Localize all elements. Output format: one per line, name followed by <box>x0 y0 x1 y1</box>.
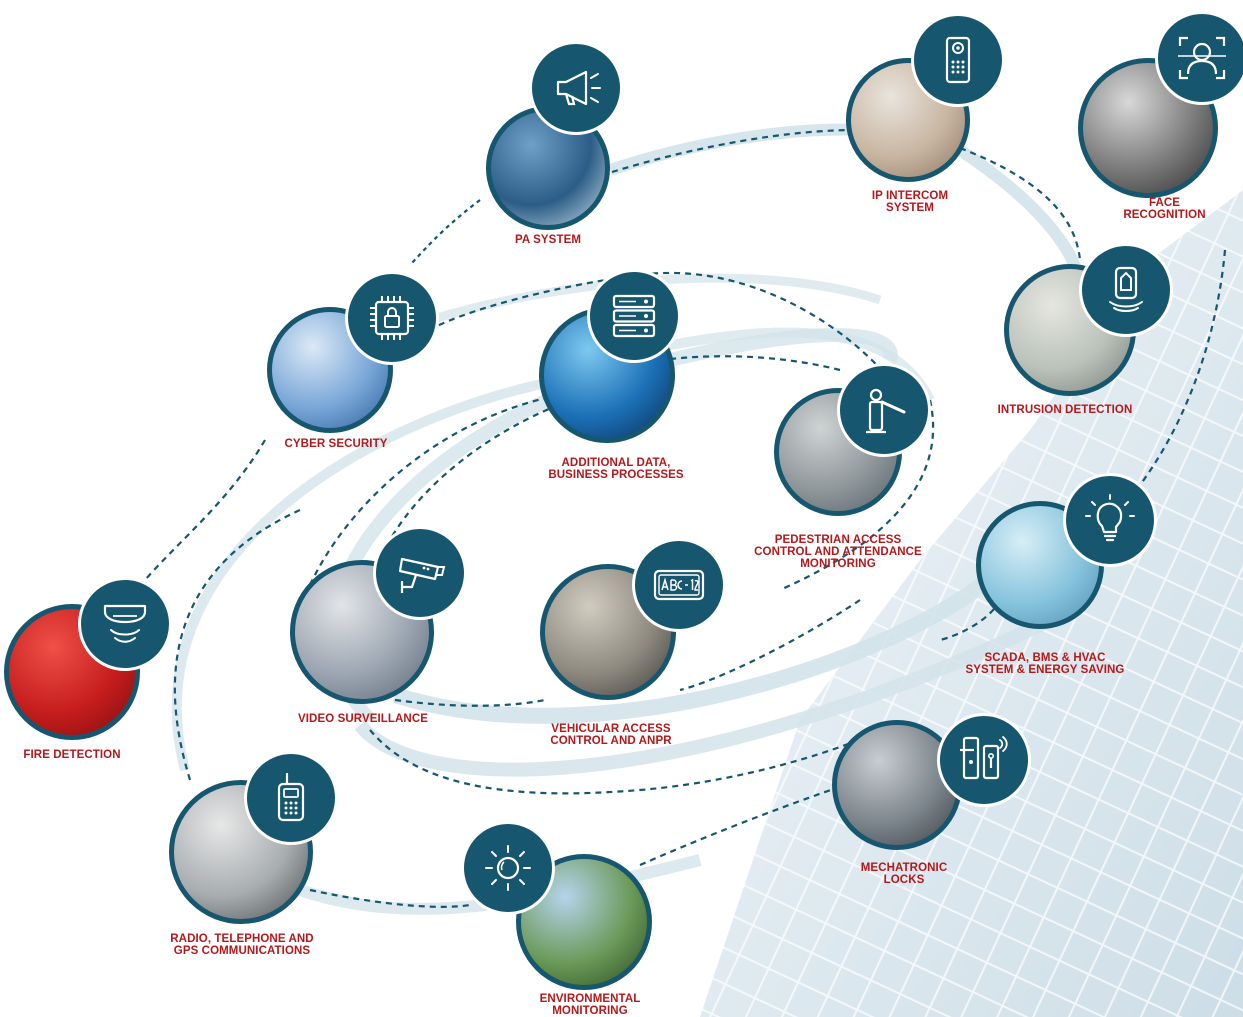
label-line: ENVIRONMENTAL <box>539 993 641 1005</box>
label-line: ADDITIONAL DATA, <box>561 457 671 469</box>
face-recognition-badge <box>1155 11 1243 105</box>
smoke-detector-icon <box>103 604 147 643</box>
pa-system-badge <box>529 41 623 135</box>
label-line: BUSINESS PROCESSES <box>548 469 684 481</box>
motion-sensor-icon <box>1109 266 1143 312</box>
label-line: SYSTEM & ENERGY SAVING <box>965 664 1125 676</box>
building-facade <box>700 190 1243 1017</box>
label-line: FIRE DETECTION <box>23 749 121 761</box>
label-line: SCADA, BMS & HVAC <box>984 652 1106 664</box>
turnstile-icon <box>866 388 906 434</box>
radio-communications-photo <box>169 780 313 924</box>
environmental-monitoring-badge <box>461 821 555 915</box>
cctv-camera-icon <box>398 557 446 593</box>
label-line: CONTROL AND ANPR <box>550 735 672 747</box>
intrusion-detection-label: INTRUSION DETECTION <box>945 404 1185 416</box>
label-line: IP INTERCOM <box>871 190 949 202</box>
sun-icon <box>485 845 531 891</box>
additional-data-badge <box>587 269 681 363</box>
label-line: LOCKS <box>883 874 925 886</box>
cyber-security-badge <box>345 271 439 365</box>
fire-detection-label: FIRE DETECTION <box>0 749 144 761</box>
megaphone-icon <box>556 70 601 106</box>
video-surveillance-badge <box>373 526 467 620</box>
ip-intercom-badge <box>911 13 1005 107</box>
label-line: CONTROL AND ATTENDANCE <box>754 546 922 558</box>
smart-lock-icon <box>960 736 1008 780</box>
label-line: FACE <box>1148 197 1181 209</box>
label-line: PA SYSTEM <box>514 234 582 246</box>
license-plate-icon <box>653 569 705 601</box>
label-line: MECHATRONIC <box>860 862 948 874</box>
label-line: PEDESTRIAN ACCESS <box>774 534 902 546</box>
pedestrian-access-badge <box>837 363 931 457</box>
pa-system-label: PA SYSTEM <box>428 234 668 246</box>
walkie-talkie-icon <box>277 772 305 822</box>
video-surveillance-label: VIDEO SURVEILLANCE <box>243 713 483 725</box>
label-line: MONITORING <box>800 558 876 570</box>
label-line: SYSTEM <box>886 202 934 214</box>
label-line: CYBER SECURITY <box>284 438 388 450</box>
label-line: RECOGNITION <box>1123 209 1206 221</box>
chip-lock-icon <box>370 296 414 340</box>
mechatronic-locks-badge <box>937 713 1031 807</box>
label-line: RADIO, TELEPHONE AND <box>170 933 314 945</box>
radio-communications-badge <box>244 751 338 845</box>
door-intercom-icon <box>945 36 971 84</box>
server-rack-icon <box>612 294 656 338</box>
label-line: MONITORING <box>552 1005 628 1017</box>
fire-detection-badge <box>78 577 172 671</box>
additional-data-label: ADDITIONAL DATA,BUSINESS PROCESSES <box>496 457 736 481</box>
vehicular-access-badge <box>632 538 726 632</box>
face-scan-icon <box>1178 36 1226 80</box>
cyber-security-label: CYBER SECURITY <box>216 438 456 450</box>
lightbulb-icon <box>1085 494 1135 542</box>
scada-bms-badge <box>1063 473 1157 567</box>
label-line: INTRUSION DETECTION <box>997 404 1133 416</box>
label-line: VIDEO SURVEILLANCE <box>297 713 429 725</box>
label-line: VEHICULAR ACCESS <box>551 723 671 735</box>
label-line: GPS COMMUNICATIONS <box>173 945 311 957</box>
intrusion-detection-badge <box>1079 243 1173 337</box>
